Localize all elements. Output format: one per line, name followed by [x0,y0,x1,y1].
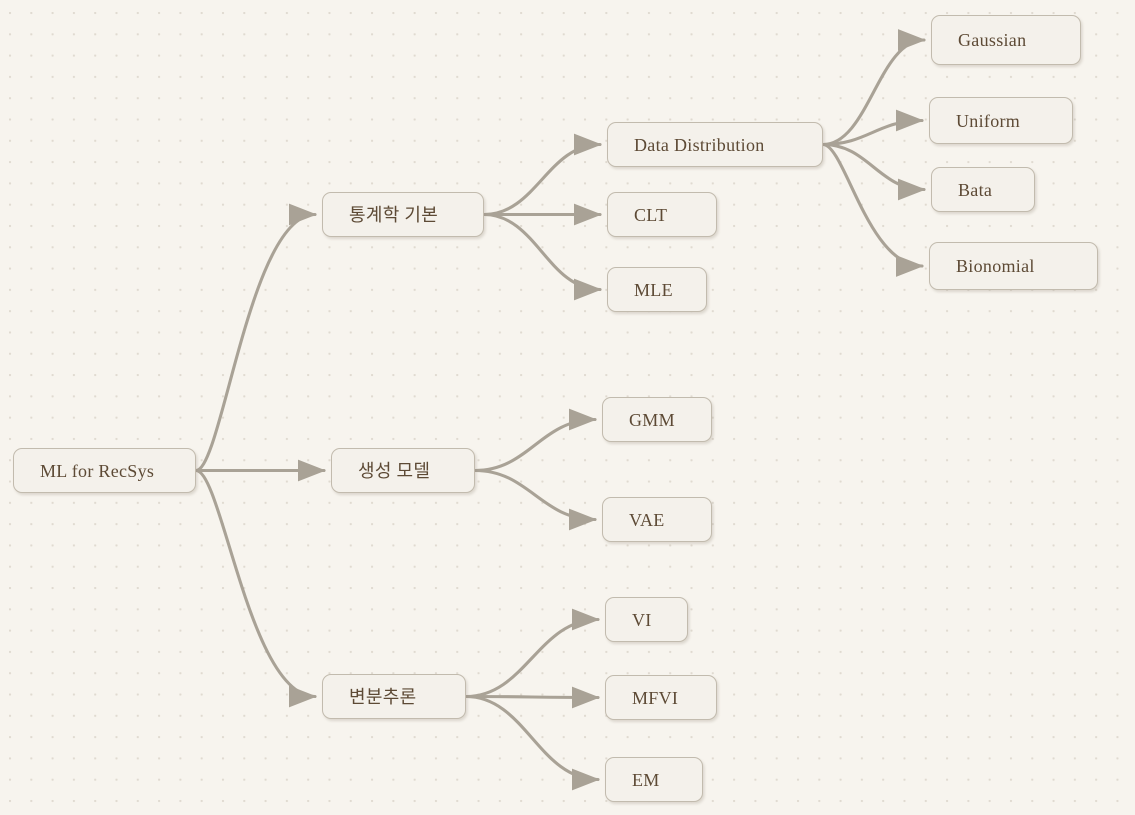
mindmap-node-label: CLT [634,204,668,225]
mindmap-node-clt[interactable]: CLT [607,192,717,237]
edge-stats-to-datadist [482,133,602,217]
mindmap-node-label: ML for RecSys [40,460,155,481]
mindmap-node-datadist[interactable]: Data Distribution [607,122,823,167]
mindmap-node-vi[interactable]: 변분추론 [322,674,466,719]
edge-datadist-to-bata [821,142,926,201]
edge-vi-to-vinode [464,608,600,699]
mindmap-node-gen[interactable]: 생성 모델 [331,448,475,493]
edge-stats-to-mle [482,212,602,301]
mindmap-node-gauss[interactable]: Gaussian [931,15,1081,65]
mindmap-node-label: Gaussian [958,30,1027,50]
edge-datadist-to-uniform [821,109,924,147]
mindmap-node-label: 생성 모델 [358,460,431,481]
mindmap-node-vae[interactable]: VAE [602,497,712,542]
mindmap-node-mfvi[interactable]: MFVI [605,675,717,720]
mindmap-node-label: Data Distribution [634,134,765,155]
edge-root-to-vi [194,468,317,708]
mindmap-node-label: EM [632,769,660,790]
edge-vi-to-em [464,694,600,791]
mindmap-node-label: Bata [958,179,993,200]
mindmap-node-root[interactable]: ML for RecSys [13,448,196,493]
mindmap-node-label: VAE [629,509,665,530]
mindmap-node-vinode[interactable]: VI [605,597,688,642]
edge-gen-to-gmm [473,408,597,473]
edge-datadist-to-binom [821,142,924,277]
mindmap-node-uniform[interactable]: Uniform [929,97,1073,144]
edge-datadist-to-gauss [821,29,926,147]
edge-vi-to-mfvi [464,686,600,709]
mindmap-node-label: Bionomial [956,256,1035,276]
mindmap-node-label: MFVI [632,687,679,708]
mindmap-node-binom[interactable]: Bionomial [929,242,1098,290]
edge-gen-to-vae [473,468,597,531]
mindmap-node-gmm[interactable]: GMM [602,397,712,442]
edge-root-to-stats [194,203,317,473]
mindmap-node-label: 변분추론 [349,686,417,707]
mindmap-node-mle[interactable]: MLE [607,267,707,312]
mindmap-node-bata[interactable]: Bata [931,167,1035,212]
mindmap-node-stats[interactable]: 통계학 기본 [322,192,484,237]
mindmap-node-label: Uniform [956,110,1021,131]
mindmap-node-label: VI [632,609,652,630]
mindmap-node-em[interactable]: EM [605,757,703,802]
mindmap-node-label: MLE [634,279,673,300]
mindmap-node-label: GMM [629,409,675,430]
mindmap-node-label: 통계학 기본 [349,204,439,225]
